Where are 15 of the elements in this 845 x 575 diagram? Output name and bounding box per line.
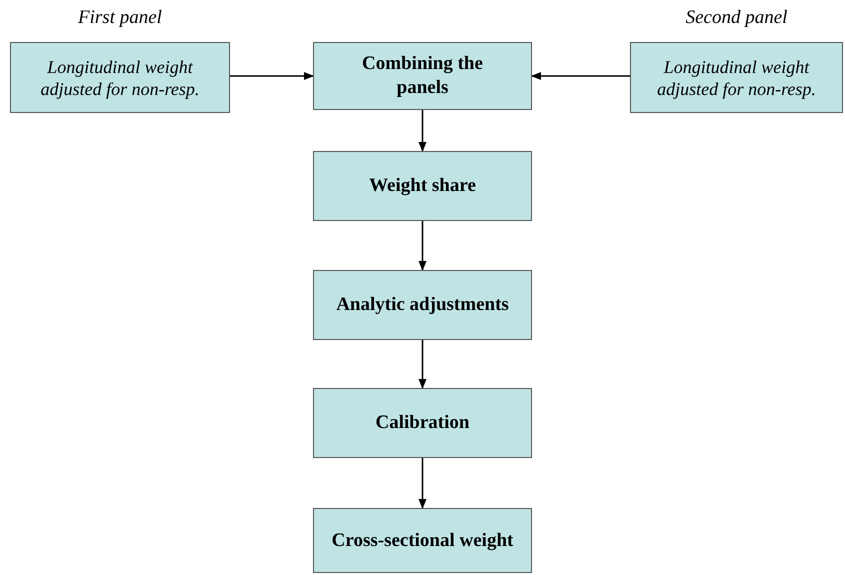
panel-heading: Second panel <box>684 6 788 30</box>
arrow <box>230 72 314 80</box>
arrow <box>531 72 630 80</box>
process-box: Longitudinal weight adjusted for non-resp. <box>10 42 230 113</box>
arrow <box>418 110 426 152</box>
process-box: Combining the panels <box>313 42 532 110</box>
process-box: Longitudinal weight adjusted for non-resp. <box>630 42 843 113</box>
arrow <box>418 221 426 271</box>
process-box: Cross-sectional weight <box>313 508 532 573</box>
process-box: Weight share <box>313 151 532 221</box>
process-box: Analytic adjustments <box>313 270 532 340</box>
panel-heading: First panel <box>77 6 163 30</box>
arrow <box>418 458 426 509</box>
arrow <box>418 340 426 389</box>
process-box: Calibration <box>313 388 532 458</box>
